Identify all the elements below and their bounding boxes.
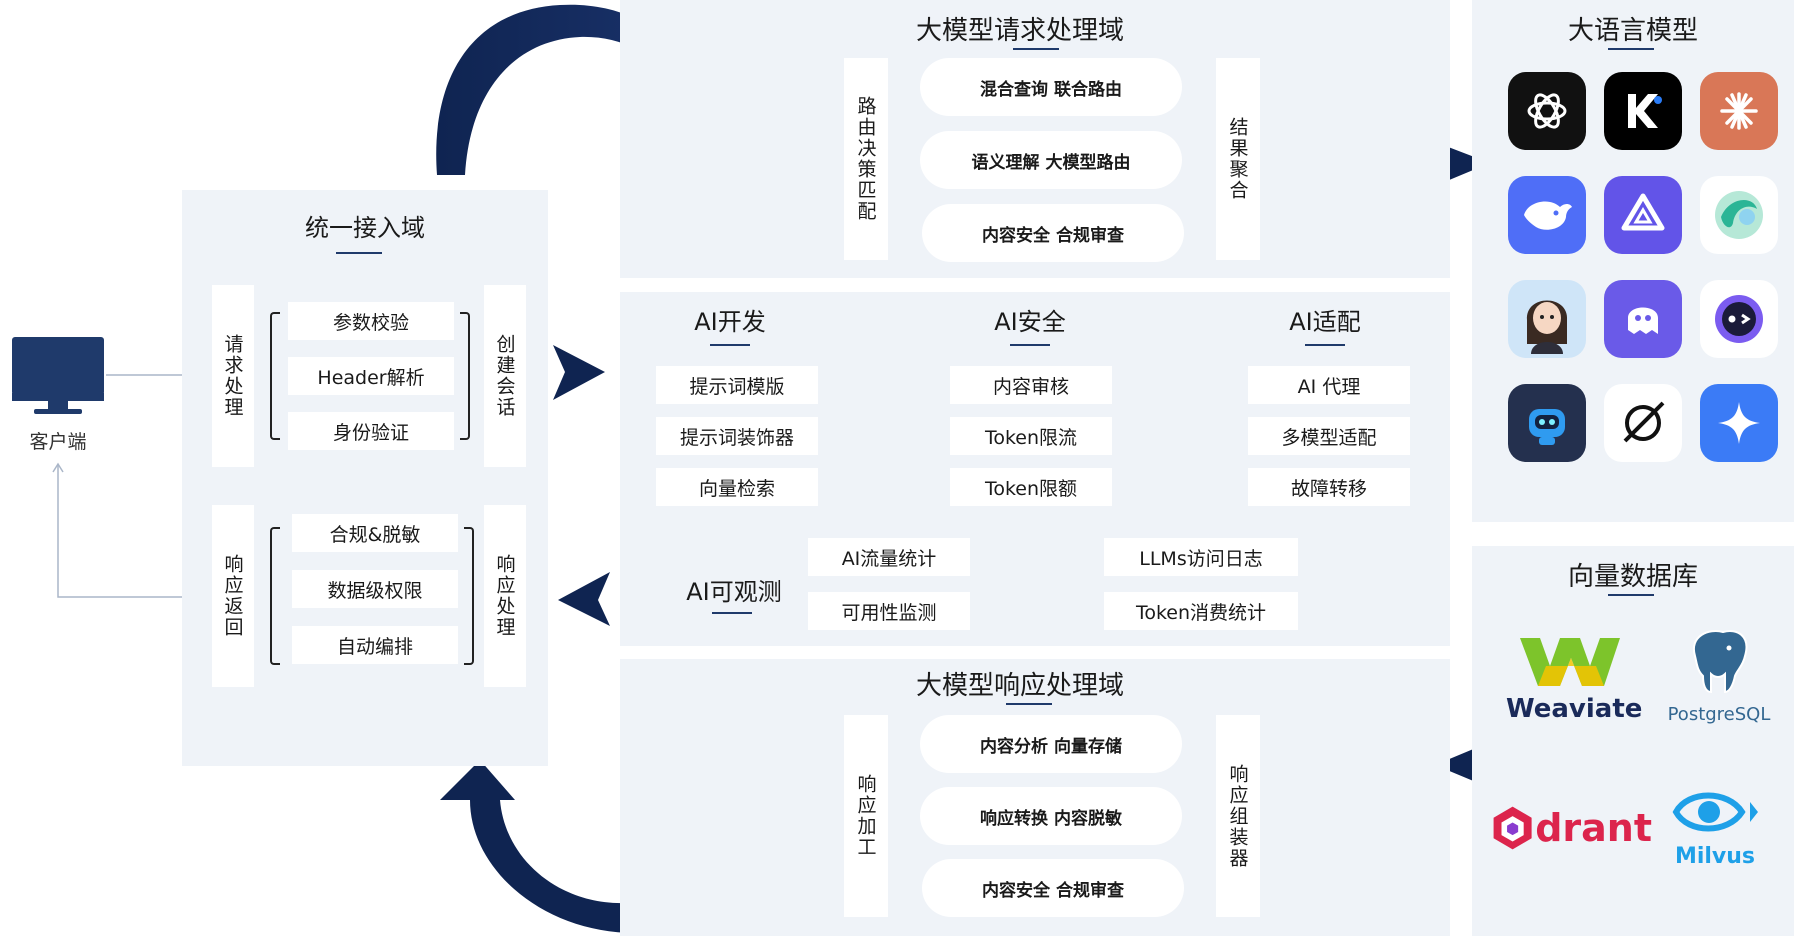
response-right-label: 响应处理 xyxy=(484,505,526,687)
weaviate-icon xyxy=(1520,638,1620,686)
request-item: 身份验证 xyxy=(288,412,454,450)
vector-db-title: 向量数据库 xyxy=(1567,562,1698,592)
ai-security-item: Token限流 xyxy=(950,417,1112,455)
openai-icon xyxy=(1508,72,1586,150)
ai-dev-item: 向量检索 xyxy=(656,468,818,506)
routing-label: 路由决策匹配 xyxy=(844,58,888,260)
postgres-label: PostgreSQL xyxy=(1667,704,1771,725)
access-to-client-line xyxy=(57,465,208,598)
response-item: 自动编排 xyxy=(292,626,458,664)
ai-security-title: AI安全 xyxy=(994,308,1066,336)
deepseek-icon xyxy=(1508,176,1586,254)
ai-observe-item: Token消费统计 xyxy=(1104,592,1298,630)
postgres-logo: PostgreSQL xyxy=(1654,626,1784,736)
response-pill: 响应转换 内容脱敏 xyxy=(920,787,1182,845)
response-domain-panel: 大模型响应处理域 响应加工 内容分析 向量存储 响应转换 内容脱敏 内容安全 合… xyxy=(620,659,1450,936)
kimi-icon xyxy=(1604,72,1682,150)
llm-title: 大语言模型 xyxy=(1567,16,1698,46)
arrow-to-access xyxy=(558,572,610,626)
response-side-label: 响应返回 xyxy=(212,505,254,687)
response-item: 合规&脱敏 xyxy=(292,514,458,552)
response-assembler-label: 响应组装器 xyxy=(1216,715,1260,917)
ai-observe-item: LLMs访问日志 xyxy=(1104,538,1298,576)
elephant-icon xyxy=(1692,630,1748,694)
client-node: 客户端 xyxy=(10,335,110,455)
response-processing-label: 响应加工 xyxy=(844,715,888,917)
ai-dev-title: AI开发 xyxy=(694,308,766,336)
response-pill: 内容分析 向量存储 xyxy=(920,715,1182,773)
response-domain-title: 大模型响应处理域 xyxy=(915,671,1124,701)
qdrant-icon xyxy=(1493,806,1532,850)
grok-icon xyxy=(1604,384,1682,462)
request-right-label: 创建会话 xyxy=(484,285,526,467)
ai-observe-item: AI流量统计 xyxy=(808,538,970,576)
request-pill: 语义理解 大模型路由 xyxy=(920,131,1182,189)
ai-adapt-title: AI适配 xyxy=(1289,308,1361,336)
ai-dev-item: 提示词装饰器 xyxy=(656,417,818,455)
avatar-icon xyxy=(1508,280,1586,358)
qdrant-label: drant xyxy=(1535,806,1652,850)
response-pill: 内容安全 合规审查 xyxy=(922,859,1184,917)
claude-icon xyxy=(1700,72,1778,150)
qdrant-logo: drant xyxy=(1492,788,1652,868)
ai-adapt-item: AI 代理 xyxy=(1248,366,1410,404)
client-label: 客户端 xyxy=(29,431,87,453)
chat-icon xyxy=(1700,280,1778,358)
request-pill: 内容安全 合规审查 xyxy=(922,204,1184,262)
request-domain-title: 大模型请求处理域 xyxy=(915,16,1124,46)
request-item: 参数校验 xyxy=(288,302,454,340)
request-domain-panel: 大模型请求处理域 路由决策匹配 混合查询 联合路由 语义理解 大模型路由 内容安… xyxy=(620,0,1450,278)
request-pill: 混合查询 联合路由 xyxy=(920,58,1182,116)
robot-icon xyxy=(1508,384,1586,462)
ai-dev-item: 提示词模版 xyxy=(656,366,818,404)
ghost-icon xyxy=(1604,280,1682,358)
weaviate-label: Weaviate xyxy=(1506,694,1643,724)
ai-observe-title: AI可观测 xyxy=(686,578,782,606)
ai-security-item: Token限额 xyxy=(950,468,1112,506)
gemini-icon xyxy=(1700,384,1778,462)
vector-db-panel: 向量数据库 Weaviate PostgreSQL drant Milvus xyxy=(1472,546,1794,936)
aurora-icon xyxy=(1700,176,1778,254)
access-domain-panel: 统一接入域 请求处理 参数校验 Header解析 身份验证 创建会话 响应返回 … xyxy=(182,190,548,766)
weaviate-logo: Weaviate xyxy=(1506,626,1643,736)
access-domain-title: 统一接入域 xyxy=(305,214,425,242)
llm-panel: 大语言模型 xyxy=(1472,0,1794,522)
request-side-label: 请求处理 xyxy=(212,285,254,467)
ai-adapt-item: 多模型适配 xyxy=(1248,417,1410,455)
response-item: 数据级权限 xyxy=(292,570,458,608)
request-item: Header解析 xyxy=(288,357,454,395)
ai-adapt-item: 故障转移 xyxy=(1248,468,1410,506)
milvus-logo: Milvus xyxy=(1650,784,1780,884)
arrow-to-ai-middle xyxy=(553,345,605,400)
milvus-label: Milvus xyxy=(1674,844,1756,869)
milvus-icon xyxy=(1672,792,1758,832)
qwen-icon xyxy=(1604,176,1682,254)
ai-capabilities-panel: AI开发 提示词模版 提示词装饰器 向量检索 AI安全 内容审核 Token限流… xyxy=(620,292,1450,646)
aggregate-label: 结果聚合 xyxy=(1216,58,1260,260)
monitor-icon xyxy=(12,337,104,414)
ai-security-item: 内容审核 xyxy=(950,366,1112,404)
ai-observe-item: 可用性监测 xyxy=(808,592,970,630)
